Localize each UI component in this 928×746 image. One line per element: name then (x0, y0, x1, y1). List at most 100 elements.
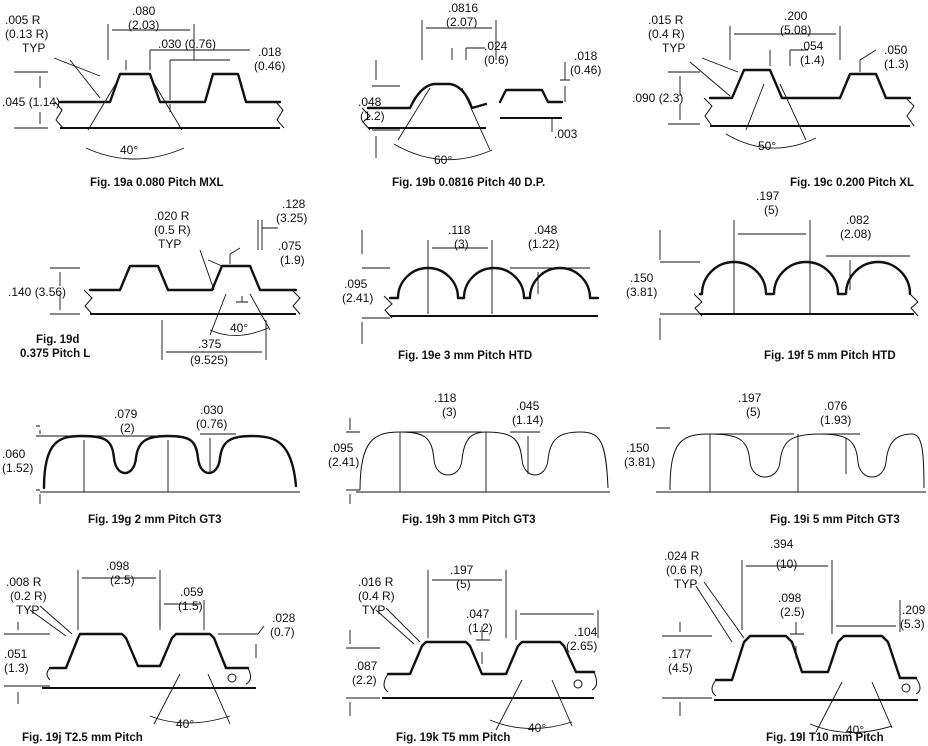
figure-19c-drawing (668, 26, 915, 149)
figure-19c: .015 R (0.4 R) TYP .200 (5.08) .054 (1.4… (620, 0, 928, 190)
figure-caption: Fig. 19j T2.5 mm Pitch (22, 732, 143, 744)
pitch-metric-label: (9.525) (190, 353, 229, 367)
depth-label: .076 (824, 399, 848, 413)
typ-label: TYP (662, 41, 686, 55)
figure-19l: .024 R (0.6 R) TYP .394 (10) .098 (2.5) … (620, 530, 928, 746)
figure-19i: .197 (5) .076 (1.93) .150 (3.81) Fig. 19… (620, 370, 928, 530)
figure-caption: Fig. 19a 0.080 Pitch MXL (90, 177, 224, 189)
height-metric-label: (1.52) (2, 461, 34, 475)
tooth-width-label: .024 (484, 39, 508, 53)
height-metric-label: (2.41) (328, 455, 360, 469)
pitch-metric-label: (2.03) (128, 18, 160, 32)
depth-label: .045 (516, 399, 540, 413)
typ-label: TYP (16, 603, 40, 617)
height-label: .087 (354, 659, 378, 673)
pitch-label: .197 (738, 391, 762, 405)
height-metric-label: (3.81) (624, 455, 656, 469)
typ-label: TYP (22, 41, 46, 55)
pitch-label: .197 (450, 563, 474, 577)
radius-label: .016 R (358, 575, 394, 589)
figure-19f-drawing (659, 220, 919, 340)
depth-label: .018 (258, 45, 282, 59)
figure-19k-drawing (346, 570, 599, 731)
depth-label: .050 (884, 43, 908, 57)
angle-label: 40° (230, 321, 249, 335)
height-label: .090 (2.3) (632, 91, 684, 105)
figure-caption: Fig. 19f 5 mm Pitch HTD (764, 350, 896, 362)
figure-19l-drawing (662, 560, 921, 733)
figure-caption: Fig. 19b 0.0816 Pitch 40 D.P. (392, 177, 546, 189)
figure-caption: Fig. 19l T10 mm Pitch (766, 732, 884, 744)
radius-label: .020 R (154, 209, 190, 223)
figure-19e-drawing (361, 230, 600, 344)
tooth-width-metric-label: (1.5) (178, 599, 203, 613)
height-label: .150 (630, 271, 654, 285)
height-metric-label: (4.5) (668, 661, 693, 675)
angle-label: 60° (434, 153, 453, 167)
pitch-metric-label: (3) (454, 237, 469, 251)
pitch-label: .080 (132, 4, 156, 18)
depth-metric-label: (5.3) (900, 617, 925, 631)
depth-metric-label: (0.76) (196, 417, 228, 431)
figure-19h-drawing (346, 418, 610, 504)
figure-caption: Fig. 19h 3 mm Pitch GT3 (402, 514, 536, 526)
radius-label: .024 R (664, 549, 700, 563)
figure-19a: .005 R (0.13 R) TYP .080 (2.03) .030 (0.… (0, 0, 300, 190)
angle-label: 40° (120, 143, 139, 157)
depth-label: .082 (846, 213, 870, 227)
clearance-label: .003 (554, 127, 578, 141)
depth-metric-label: (1.3) (884, 57, 909, 71)
angle-label: 40° (528, 721, 547, 735)
depth-metric-label: (0.7) (270, 625, 295, 639)
depth-label: .048 (534, 223, 558, 237)
tooth-width-label: .047 (466, 607, 490, 621)
tooth-width-label: .030 (0.76) (158, 37, 217, 51)
figure-19a-drawing (14, 24, 285, 160)
height-label: .060 (2, 447, 26, 461)
pitch-label: .200 (784, 9, 808, 23)
pitch-metric-label: (2.5) (110, 573, 135, 587)
depth-label: .104 (574, 625, 598, 639)
tooth-width-metric-label: (2.5) (780, 605, 805, 619)
radius-metric-label: (0.2 R) (10, 589, 47, 603)
height-label: .048 (358, 95, 382, 109)
figure-19b: .0816 (2.07) .024 (0.6) .018 (0.46) .048… (310, 0, 610, 190)
pitch-label: .079 (114, 407, 138, 421)
pitch-label: .098 (106, 559, 130, 573)
figure-19g-drawing (36, 425, 300, 504)
height-metric-label: (2.41) (342, 291, 374, 305)
depth-label: .075 (278, 239, 302, 253)
height-label: .095 (330, 441, 354, 455)
radius-label: .005 R (5, 13, 41, 27)
height-label: .095 (344, 277, 368, 291)
figure-caption: Fig. 19c 0.200 Pitch XL (790, 177, 914, 189)
radius-metric-label: (0.4 R) (358, 589, 395, 603)
pitch-metric-label: (5) (746, 405, 761, 419)
radius-label: .008 R (6, 575, 42, 589)
tooth-width-metric-label: (3.25) (276, 211, 308, 225)
typ-label: TYP (158, 237, 182, 251)
height-metric-label: (3.81) (626, 285, 658, 299)
depth-label: .030 (200, 403, 224, 417)
figure-19f: .197 (5) .082 (2.08) .150 (3.81) Fig. 19… (620, 190, 928, 370)
tooth-width-metric-label: (1.4) (800, 53, 825, 67)
pitch-metric-label: (5) (764, 203, 779, 217)
depth-metric-label: (1.9) (280, 253, 305, 267)
figure-19d-drawing (50, 220, 301, 360)
radius-label: .015 R (648, 13, 684, 27)
height-label: .150 (626, 441, 650, 455)
pitch-metric-label: (5.08) (780, 23, 812, 37)
tooth-width-label: .098 (778, 591, 802, 605)
tooth-width-label: .059 (180, 585, 204, 599)
radius-metric-label: (0.6 R) (666, 563, 703, 577)
depth-metric-label: (1.93) (820, 413, 852, 427)
figure-caption: Fig. 19k T5 mm Pitch (396, 732, 511, 744)
height-metric-label: (1.2) (360, 109, 385, 123)
height-metric-label: (1.3) (4, 661, 29, 675)
angle-label: 40° (846, 723, 865, 737)
height-label: .177 (668, 647, 692, 661)
pitch-label: .197 (756, 189, 780, 203)
depth-metric-label: (0.46) (254, 59, 286, 73)
depth-metric-label: (2.08) (840, 227, 872, 241)
depth-metric-label: (2.65) (566, 639, 598, 653)
